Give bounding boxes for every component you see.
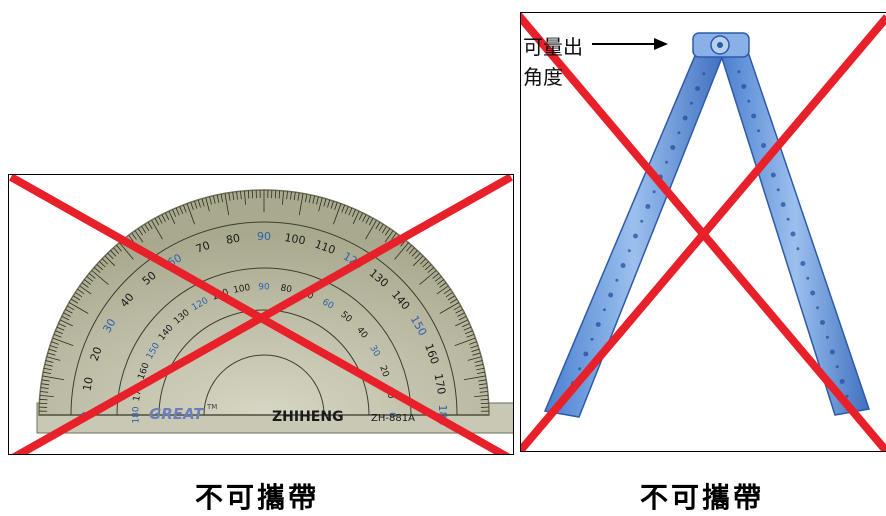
ruler-mark (787, 218, 790, 221)
outer-scale-label: 90 (257, 230, 271, 243)
ruler-mark (683, 116, 688, 121)
ruler-mark (791, 232, 796, 237)
ruler-mark (757, 129, 760, 132)
ruler-mark (820, 320, 825, 325)
model-number: ZH-881A (371, 413, 415, 424)
ruler-mark (816, 306, 819, 309)
ruler-mark (645, 204, 650, 209)
ruler-mark (596, 322, 601, 327)
ruler-mark (695, 86, 700, 91)
trademark-mark: TM (206, 403, 217, 411)
maker-name: ZHIHENG (272, 409, 344, 425)
protractor-tick (279, 191, 280, 199)
ruler-mark (608, 293, 613, 298)
ruler-mark (628, 249, 631, 252)
brand-logo: GREAT (149, 405, 205, 423)
ruler-mark (747, 100, 750, 103)
ruler-mark (840, 379, 845, 384)
ruler-mark (836, 365, 839, 368)
ruler-mark (591, 338, 594, 341)
ruler-mark (800, 261, 805, 266)
outer-scale-label: 10 (81, 376, 96, 392)
ruler-mark (578, 367, 581, 370)
note-line-1: 可量出 (523, 32, 603, 62)
ruler-mark (806, 277, 809, 280)
ruler-mark (777, 188, 780, 191)
ruler-mark (615, 279, 618, 282)
ruler-mark (810, 291, 815, 296)
ruler-mark (665, 161, 668, 164)
ruler-mark (583, 352, 588, 357)
ruler-right-arm (721, 49, 869, 415)
ruler-mark (690, 102, 693, 105)
ruler-mark (670, 145, 675, 150)
angle-note: 可量出 角度 (523, 32, 603, 92)
ruler-mark (702, 72, 705, 75)
ruler-mark (771, 173, 776, 178)
ruler-mark (751, 114, 756, 119)
protractor-tick (40, 399, 48, 400)
left-caption: 不可攜帶 (195, 476, 319, 516)
inner-scale-label: 180 (132, 406, 142, 423)
inner-scale-label: 80 (280, 284, 293, 296)
ruler-mark (677, 131, 680, 134)
ruler-mark (653, 190, 656, 193)
ruler-mark (741, 84, 746, 89)
ruler-mark (781, 202, 786, 207)
protractor-photo-panel: 0102030405060708090100110120130140150160… (8, 174, 514, 455)
ruler-mark (761, 143, 766, 148)
ruler-mark (621, 263, 626, 268)
outer-scale-label: 80 (225, 232, 241, 247)
inner-scale-label: 90 (258, 283, 270, 293)
ruler-mark (640, 220, 643, 223)
protractor-tick (480, 399, 488, 400)
ruler-mark (826, 336, 829, 339)
ruler-mark (603, 308, 606, 311)
ruler-mark (633, 234, 638, 239)
pointer-arrow-icon (592, 36, 672, 52)
right-caption: 不可攜帶 (640, 476, 764, 516)
note-line-2: 角度 (523, 62, 603, 92)
ruler-mark (737, 70, 740, 73)
protractor-image: 0102030405060708090100110120130140150160… (9, 175, 513, 454)
protractor-tick (248, 191, 249, 199)
ruler-mark (830, 350, 835, 355)
ruler-mark (796, 247, 799, 250)
